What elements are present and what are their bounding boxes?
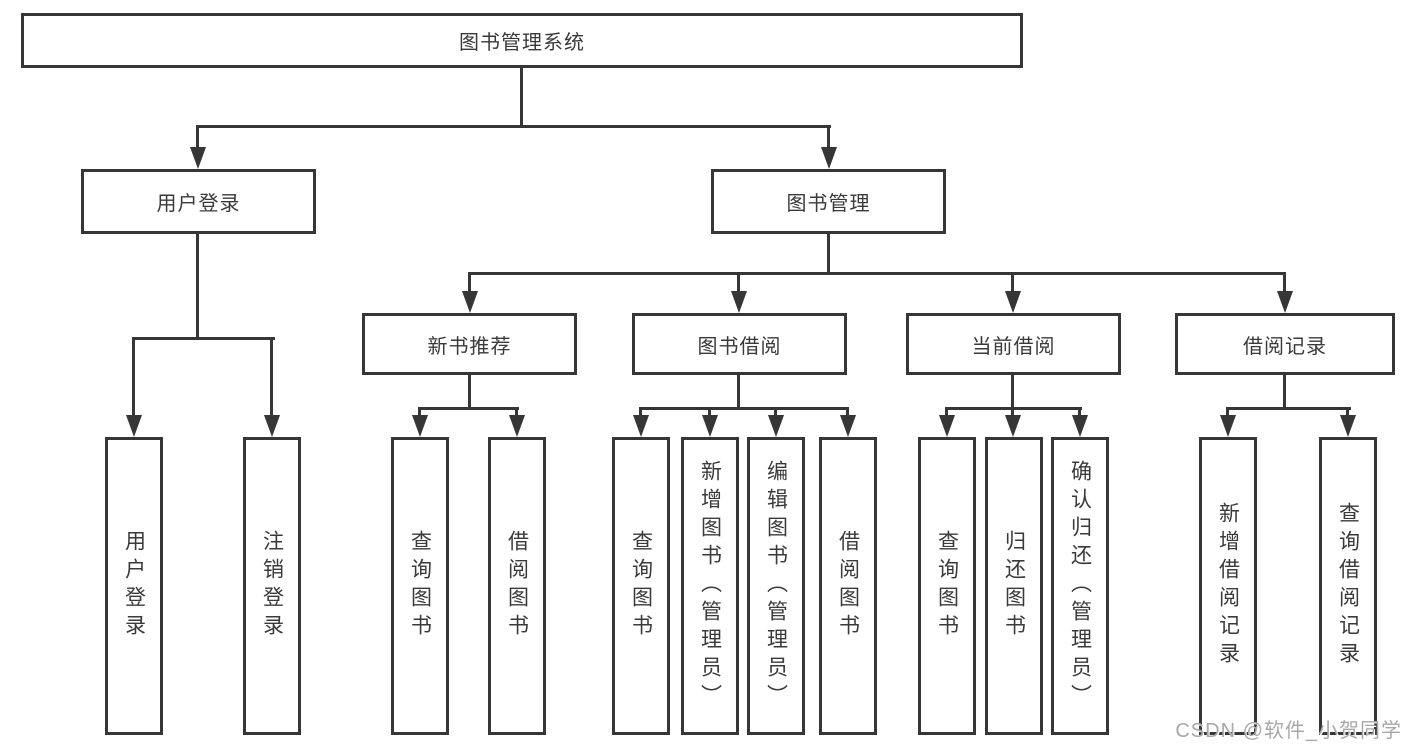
- node-current-borrow-label: 当前借阅: [971, 335, 1056, 358]
- connector-line: [468, 272, 471, 291]
- arrowhead-icon: [768, 415, 784, 437]
- connector-line: [737, 375, 740, 410]
- connector-line: [418, 407, 421, 415]
- connector-line: [1283, 375, 1286, 410]
- connector-line: [827, 125, 830, 149]
- leaf-borrow-books-2: 借阅图书: [819, 437, 877, 735]
- leaf-return-books-label: 归还图书: [1002, 530, 1026, 642]
- leaf-logout: 注销登录: [243, 437, 301, 735]
- leaf-borrow-books-1-label: 借阅图书: [505, 530, 529, 642]
- connector-line: [520, 68, 523, 125]
- leaf-user-login: 用户登录: [105, 437, 163, 735]
- arrowhead-icon: [264, 415, 280, 437]
- leaf-query-books-2: 查询图书: [612, 437, 670, 735]
- connector-line: [515, 407, 518, 415]
- connector-line: [418, 407, 519, 410]
- connector-line: [1078, 407, 1081, 415]
- connector-line: [196, 125, 831, 128]
- connector-line: [846, 407, 849, 415]
- leaf-borrow-books-1: 借阅图书: [488, 437, 546, 735]
- leaf-query-books-1: 查询图书: [391, 437, 449, 735]
- leaf-logout-label: 注销登录: [260, 530, 284, 642]
- connector-line: [1226, 407, 1351, 410]
- leaf-query-borrow-record-label: 查询借阅记录: [1336, 502, 1360, 670]
- leaf-confirm-return-admin-label: 确认归还（管理员）: [1068, 460, 1092, 712]
- arrowhead-icon: [1005, 415, 1021, 437]
- arrowhead-icon: [509, 415, 525, 437]
- leaf-return-books: 归还图书: [985, 437, 1043, 735]
- node-new-book-recommend: 新书推荐: [362, 313, 577, 375]
- connector-line: [774, 407, 777, 415]
- leaf-query-books-1-label: 查询图书: [408, 530, 432, 642]
- leaf-borrow-books-2-label: 借阅图书: [836, 530, 860, 642]
- arrowhead-icon: [633, 415, 649, 437]
- arrowhead-icon: [126, 415, 142, 437]
- arrowhead-icon: [1072, 415, 1088, 437]
- node-new-book-recommend-label: 新书推荐: [427, 335, 512, 358]
- node-book-management-label: 图书管理: [786, 193, 871, 215]
- connector-line: [468, 272, 1286, 275]
- arrowhead-icon: [702, 415, 718, 437]
- leaf-query-borrow-record: 查询借阅记录: [1319, 437, 1377, 735]
- connector-line: [132, 337, 135, 415]
- connector-line: [1011, 272, 1014, 291]
- arrowhead-icon: [821, 147, 837, 169]
- connector-line: [737, 272, 740, 291]
- leaf-edit-books-admin: 编辑图书（管理员）: [747, 437, 805, 735]
- leaf-add-books-admin-label: 新增图书（管理员）: [698, 460, 722, 712]
- arrowhead-icon: [939, 415, 955, 437]
- connector-line: [468, 375, 471, 410]
- leaf-user-login-label: 用户登录: [122, 530, 146, 642]
- leaf-add-borrow-record-label: 新增借阅记录: [1216, 502, 1240, 670]
- node-borrow-records-label: 借阅记录: [1243, 335, 1327, 358]
- leaf-add-borrow-record: 新增借阅记录: [1199, 437, 1257, 735]
- connector-line: [196, 234, 199, 340]
- leaf-query-books-3: 查询图书: [918, 437, 976, 735]
- connector-line: [1283, 272, 1286, 291]
- arrowhead-icon: [412, 415, 428, 437]
- connector-line: [639, 407, 642, 415]
- arrowhead-icon: [462, 291, 478, 313]
- connector-line: [827, 234, 830, 275]
- arrowhead-icon: [840, 415, 856, 437]
- node-root-label: 图书管理系统: [459, 32, 585, 54]
- node-borrow-records: 借阅记录: [1175, 313, 1395, 375]
- leaf-query-books-3-label: 查询图书: [935, 530, 959, 642]
- node-user-login-label: 用户登录: [156, 193, 241, 215]
- node-book-borrow: 图书借阅: [632, 313, 847, 375]
- connector-line: [1011, 375, 1014, 418]
- arrowhead-icon: [1340, 415, 1356, 437]
- arrowhead-icon: [190, 147, 206, 169]
- leaf-edit-books-admin-label: 编辑图书（管理员）: [764, 460, 788, 712]
- leaf-confirm-return-admin: 确认归还（管理员）: [1051, 437, 1109, 735]
- connector-line: [639, 407, 849, 410]
- connector-line: [1226, 407, 1229, 415]
- node-root: 图书管理系统: [21, 13, 1023, 68]
- node-book-borrow-label: 图书借阅: [697, 335, 782, 358]
- connector-line: [1346, 407, 1349, 415]
- watermark: CSDN @软件_小贺同学: [1175, 720, 1402, 742]
- node-book-management: 图书管理: [711, 169, 946, 234]
- arrowhead-icon: [731, 291, 747, 313]
- connector-line: [945, 407, 948, 415]
- node-user-login: 用户登录: [81, 169, 316, 234]
- connector-line: [708, 407, 711, 415]
- connector-line: [132, 337, 275, 340]
- connector-line: [196, 125, 199, 149]
- arrowhead-icon: [1220, 415, 1236, 437]
- node-current-borrow: 当前借阅: [906, 313, 1121, 375]
- connector-line: [945, 407, 1082, 410]
- arrowhead-icon: [1005, 291, 1021, 313]
- leaf-query-books-2-label: 查询图书: [629, 530, 653, 642]
- connector-line: [270, 337, 273, 415]
- arrowhead-icon: [1277, 291, 1293, 313]
- leaf-add-books-admin: 新增图书（管理员）: [681, 437, 739, 735]
